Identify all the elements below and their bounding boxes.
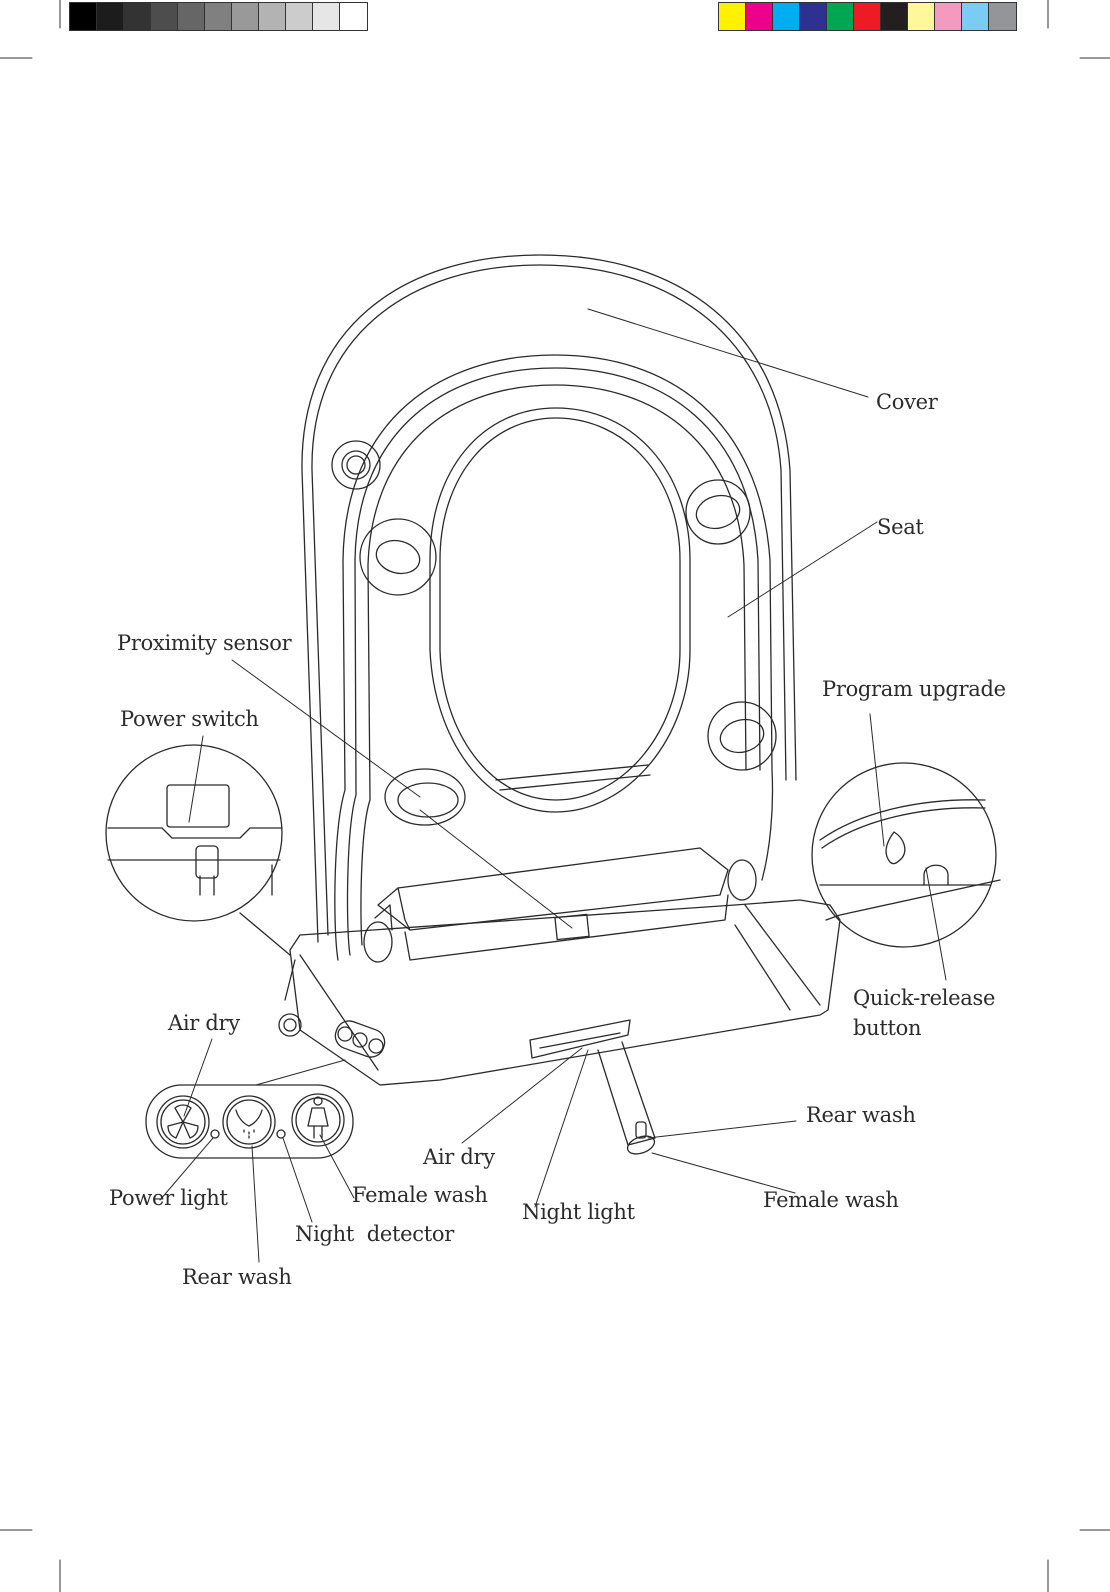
proximity-sensor-pad: [385, 769, 465, 825]
label-seat: Seat: [877, 515, 924, 540]
wash-nozzle: [530, 1020, 657, 1157]
label-rear-wash-panel: Rear wash: [182, 1265, 292, 1290]
seat: [335, 355, 776, 960]
label-power-switch: Power switch: [120, 707, 259, 732]
label-program-upgrade: Program upgrade: [822, 677, 1006, 702]
label-night-detector: Night detector: [295, 1222, 454, 1247]
label-proximity-sensor: Proximity sensor: [117, 631, 291, 656]
cover: [302, 255, 796, 942]
power-switch-detail: [106, 745, 290, 955]
label-power-light: Power light: [109, 1186, 228, 1211]
label-rear-wash-nozzle: Rear wash: [806, 1103, 916, 1128]
label-night-light: Night light: [522, 1200, 635, 1225]
control-panel-detail: [146, 1085, 353, 1158]
label-cover: Cover: [876, 390, 938, 415]
hinge-assembly: [364, 848, 756, 962]
label-female-wash-nozzle: Female wash: [763, 1188, 899, 1213]
label-female-wash-panel: Female wash: [352, 1183, 488, 1208]
label-air-dry-panel: Air dry: [168, 1011, 240, 1036]
label-quick-release-button: Quick-release button: [853, 983, 995, 1044]
label-air-dry-nozzle: Air dry: [423, 1145, 495, 1170]
